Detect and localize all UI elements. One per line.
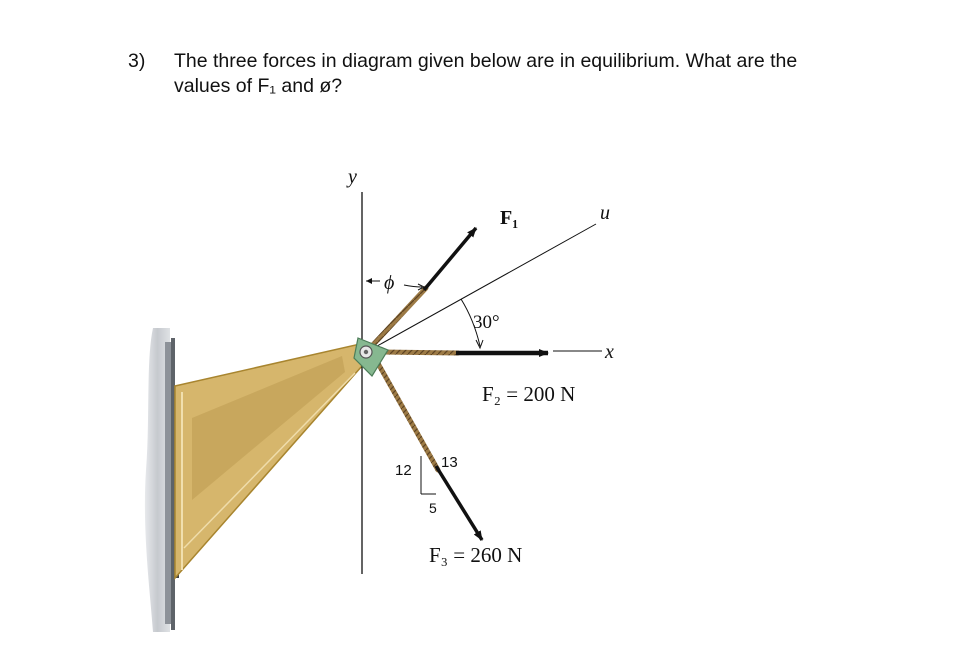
- question-line-2: values of F₁ and ø?: [174, 75, 343, 97]
- arrow-f3: [434, 465, 484, 541]
- angle-label: 30°: [473, 312, 500, 333]
- x-axis-label: x: [604, 341, 614, 363]
- y-axis-label: y: [346, 166, 357, 188]
- angle-arc-30: [460, 298, 481, 347]
- rope-f3: [372, 355, 441, 473]
- phi-arc-tip: [417, 283, 426, 291]
- phi-label: ϕ: [384, 272, 394, 294]
- u-axis-line: [369, 223, 597, 351]
- angle-arc-tick: [475, 339, 484, 350]
- question-number: 3): [128, 50, 146, 72]
- phi-arc: [403, 284, 423, 288]
- phi-arrow-left: [366, 278, 372, 284]
- slope-vertical-label: 12: [395, 462, 412, 479]
- u-axis-label: u: [600, 202, 610, 224]
- wall: [144, 328, 179, 632]
- rope-f1: [368, 285, 429, 350]
- bracket: [174, 343, 363, 580]
- pin-hub: [353, 337, 389, 377]
- rope-f2: [375, 349, 461, 356]
- f2-label: F₂ = 200 N: [482, 382, 575, 406]
- slope-hyp-label: 13: [441, 454, 458, 471]
- slope-horizontal-label: 5: [429, 500, 437, 516]
- slope-triangle: [420, 456, 436, 495]
- arrow-f1: [422, 226, 478, 292]
- f3-label: F₃ = 260 N: [429, 543, 522, 567]
- question-line-1: The three forces in diagram given below …: [174, 50, 798, 72]
- f1-label: F₁: [500, 207, 518, 229]
